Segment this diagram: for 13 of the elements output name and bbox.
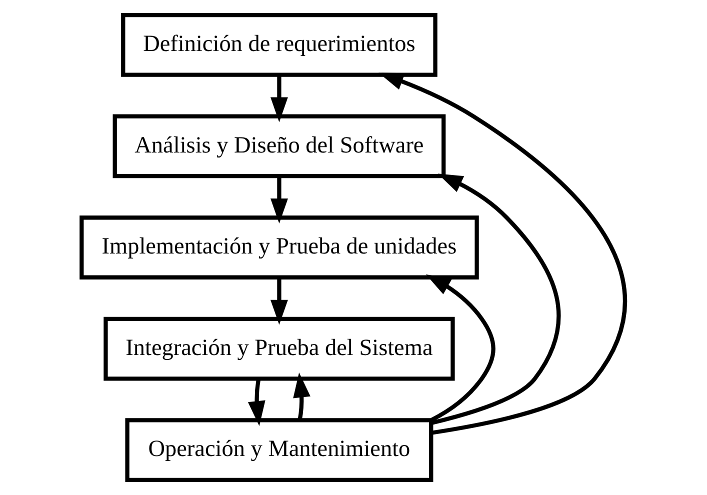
- arrow: [270, 74, 288, 122]
- node-box: Análisis y Diseño del Software: [112, 114, 446, 178]
- arrow: [293, 372, 310, 420]
- arrow: [378, 72, 627, 435]
- node-box: Operación y Mantenimiento: [125, 418, 434, 482]
- arrow: [426, 274, 496, 422]
- arrow: [270, 176, 288, 224]
- arrow: [270, 278, 288, 325]
- node-box: Definición de requerimientos: [121, 12, 438, 77]
- arrow: [248, 378, 266, 426]
- arrow: [430, 174, 561, 425]
- node-box: Implementación y Prueba de unidades: [80, 216, 479, 280]
- node-box: Integración y Prueba del Sistema: [104, 316, 455, 381]
